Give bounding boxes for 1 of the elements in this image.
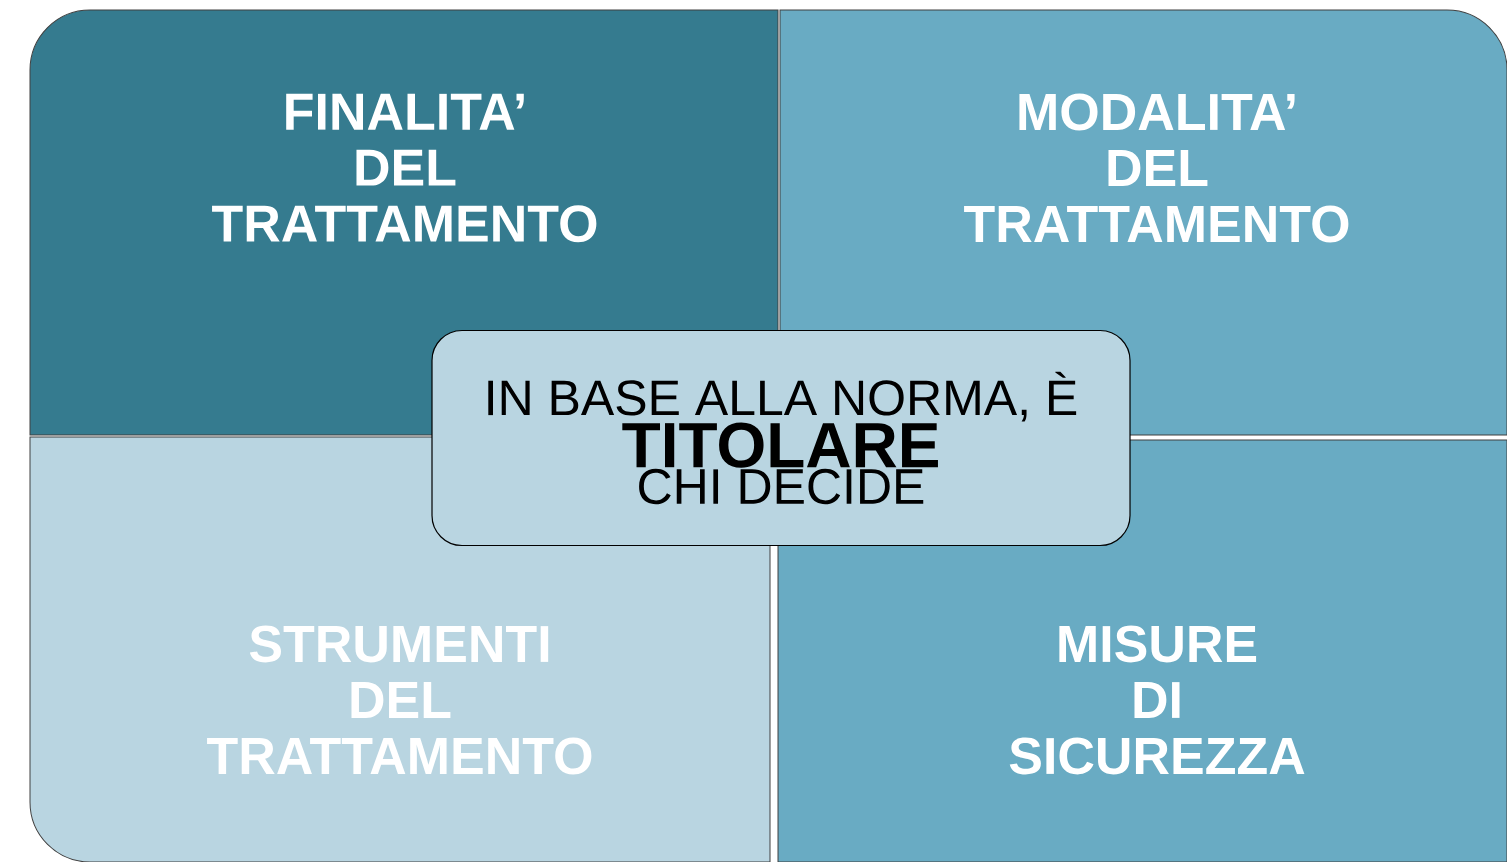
center-box: IN BASE ALLA NORMA, È TITOLARE CHI DECIDE [431,329,1131,547]
